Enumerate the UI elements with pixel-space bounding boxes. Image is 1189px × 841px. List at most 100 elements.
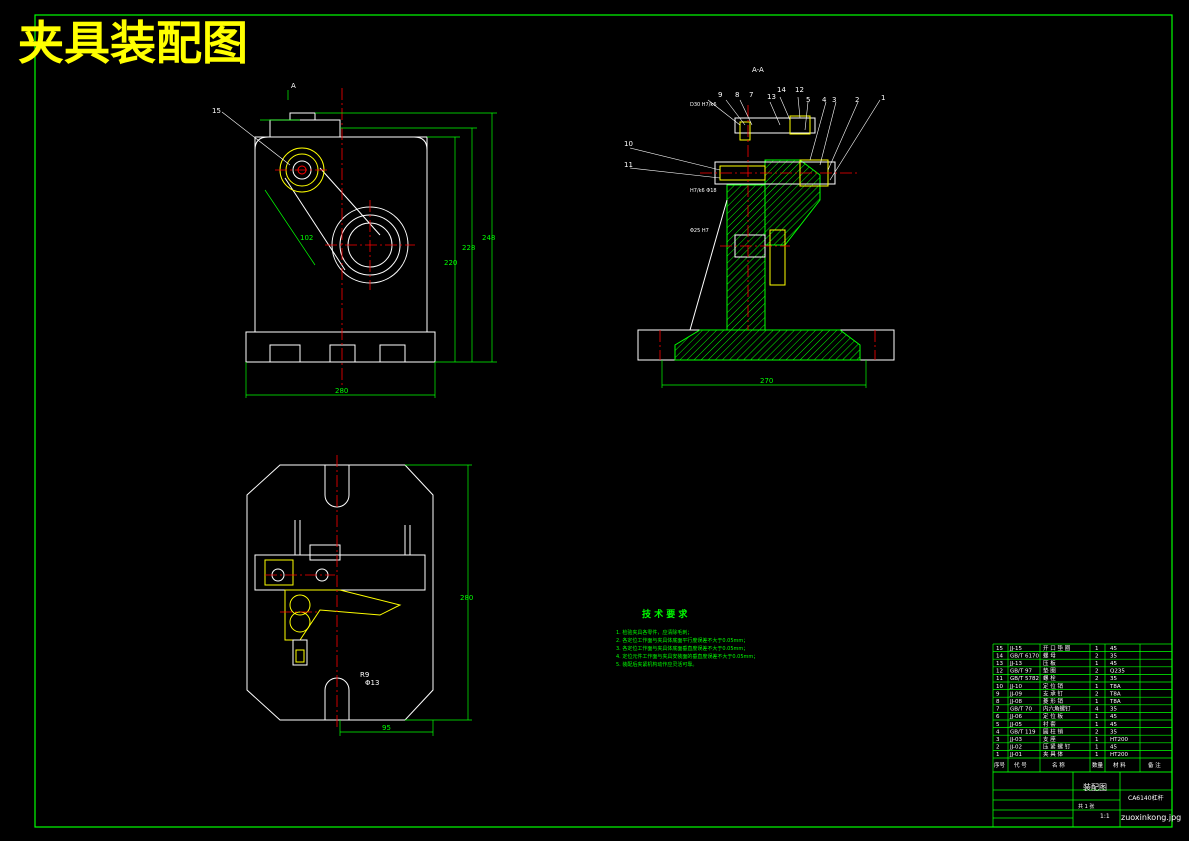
bom-row-qty: 2 — [1095, 691, 1099, 697]
section-label: A-A — [752, 66, 764, 74]
top-dimensions — [339, 464, 472, 736]
bom-row-qty: 1 — [1095, 714, 1099, 720]
part-label-12: 12 — [795, 86, 804, 94]
front-dimensions — [245, 90, 497, 398]
bom-row-qty: 1 — [1095, 752, 1099, 758]
bom-row-no: 11 — [996, 676, 1003, 682]
bom-row-name: 垫 圈 — [1043, 667, 1056, 675]
section-note-3: Φ25 H7 — [690, 228, 709, 234]
bom-row-no: 10 — [996, 684, 1003, 690]
title-block-part-name: CA6140杠杆 — [1128, 794, 1164, 802]
part-label-5: 5 — [806, 96, 810, 104]
bom-row-code: JJ-09 — [1009, 691, 1023, 697]
bom-row-material: 45 — [1110, 661, 1117, 667]
bom-row-no: 15 — [996, 646, 1003, 652]
tech-line-1: 1. 检验夹具各零件，应清除毛刺； — [616, 629, 692, 636]
bom-row-no: 7 — [996, 707, 1000, 713]
bom-row-code: GB/T 5782 — [1010, 676, 1039, 682]
bom-row-no: 8 — [996, 699, 1000, 705]
bom-row-no: 2 — [996, 745, 1000, 751]
bom-row-no: 6 — [996, 714, 1000, 720]
part-label-7: 7 — [749, 91, 753, 99]
bom-header-code: 代 号 — [1014, 761, 1027, 769]
bom-row-material: T8A — [1109, 684, 1121, 690]
bom-header-note: 备 注 — [1148, 761, 1161, 769]
bom-row-code: GB/T 119 — [1010, 729, 1036, 735]
section-dimensions — [661, 360, 867, 388]
bom-row-code: JJ-08 — [1009, 699, 1023, 705]
bom-row-material: 45 — [1110, 714, 1117, 720]
bom-row-material: 45 — [1110, 646, 1117, 652]
bom-row-code: JJ-10 — [1009, 684, 1023, 690]
dim-section-width: 270 — [760, 377, 773, 385]
bom-row-name: 支 座 — [1043, 735, 1056, 743]
bom-row-material: T8A — [1109, 699, 1121, 705]
bom-row-no: 9 — [996, 691, 1000, 697]
bom-row-qty: 1 — [1095, 661, 1099, 667]
section-leaders — [629, 96, 881, 181]
bom-row-material: 35 — [1110, 653, 1117, 659]
bom-row-material: HT200 — [1110, 752, 1128, 758]
part-label-15: 15 — [212, 107, 221, 115]
front-view — [245, 112, 436, 363]
drawing-title: 夹具装配图 — [18, 16, 248, 70]
bom-row-qty: 2 — [1095, 669, 1099, 675]
front-centerlines — [275, 88, 415, 385]
part-label-4: 4 — [822, 96, 827, 104]
tech-line-5: 5. 装配后夹紧机构动作应灵活可靠。 — [616, 661, 697, 668]
bom-row-name: 定 位 销 — [1043, 682, 1063, 690]
bom-row-material: T8A — [1109, 691, 1121, 697]
bom-row-name: 夹 具 体 — [1043, 750, 1063, 758]
bom-row-material: 35 — [1110, 729, 1117, 735]
tech-line-4: 4. 定位元件工作面与夹具安装面的垂直度误差不大于0.05mm； — [616, 653, 758, 660]
dim-front-height-total: 248 — [482, 234, 495, 242]
bom-header-no: 序号 — [994, 761, 1006, 769]
title-block-drawing-name: 装配图 — [1083, 782, 1107, 792]
bom-row-name: 压 板 — [1043, 659, 1056, 667]
bom-row-name: 衬 套 — [1043, 720, 1056, 728]
bom-row-material: 35 — [1110, 707, 1117, 713]
title-block-scale: 1:1 — [1100, 813, 1110, 820]
bom-row-code: GB/T 97 — [1010, 669, 1032, 675]
dim-front-height-mid: 228 — [462, 244, 475, 252]
title-block — [992, 771, 1173, 828]
bom-row-material: 45 — [1110, 722, 1117, 728]
dim-top-height: 280 — [460, 594, 473, 602]
bom-row-code: JJ-02 — [1009, 745, 1022, 751]
bom-row-name: 压 紧 螺 钉 — [1043, 743, 1071, 751]
part-label-13: 13 — [767, 93, 776, 101]
bom-row-name: 支 承 钉 — [1043, 689, 1063, 697]
bom-row-qty: 2 — [1095, 729, 1099, 735]
note-r9: R9 — [360, 671, 369, 679]
bom-row-name: 螺 栓 — [1043, 674, 1056, 682]
bom-row-no: 4 — [996, 729, 1000, 735]
part-label-8: 8 — [735, 91, 739, 99]
bom-row-name: 螺 母 — [1043, 651, 1056, 659]
bom-row-code: JJ-13 — [1009, 661, 1023, 667]
dim-center-distance: 102 — [300, 234, 313, 242]
part-label-3: 3 — [832, 96, 836, 104]
bom-row-no: 3 — [996, 737, 1000, 743]
bom-header-qty: 数量 — [1092, 761, 1104, 769]
bom-row-code: JJ-05 — [1009, 722, 1023, 728]
bom-row-no: 5 — [996, 722, 1000, 728]
section-note-1: D30 H7/k6 — [690, 102, 717, 108]
top-view — [246, 464, 434, 721]
bom-row-material: Q235 — [1110, 669, 1125, 675]
bom-row-code: JJ-03 — [1009, 737, 1023, 743]
bom-row-qty: 1 — [1095, 646, 1099, 652]
bom-row-material: 35 — [1110, 676, 1117, 682]
view-marker: A — [291, 82, 296, 90]
bom-row-qty: 2 — [1095, 653, 1099, 659]
tech-line-3: 3. 各定位工作面与夹具体底面垂直度误差不大于0.05mm； — [616, 645, 748, 652]
bom-header-material: 材 料 — [1113, 761, 1126, 769]
leader-15 — [221, 111, 291, 166]
watermark: zuoxinkong.jpg — [1121, 813, 1181, 822]
bom-header-name: 名 称 — [1052, 761, 1065, 769]
bom-row-code: JJ-01 — [1009, 752, 1022, 758]
bom-row-code: GB/T 70 — [1010, 707, 1032, 713]
bom-row-no: 12 — [996, 669, 1003, 675]
part-label-11: 11 — [624, 161, 633, 169]
bom-row-name: 定 位 板 — [1043, 712, 1063, 720]
